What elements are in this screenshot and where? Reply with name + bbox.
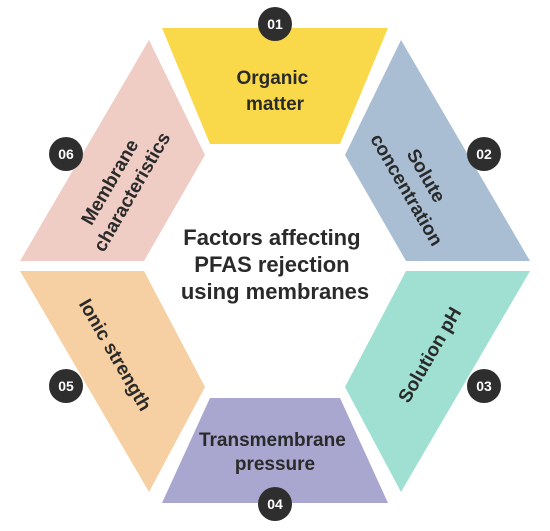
badge-01: 01 xyxy=(258,7,292,41)
segment-solution-ph xyxy=(345,271,530,492)
svg-text:01: 01 xyxy=(267,16,283,32)
svg-text:04: 04 xyxy=(267,496,283,512)
segment-solute-concentration xyxy=(345,40,530,261)
badge-02: 02 xyxy=(467,137,501,171)
badge-04: 04 xyxy=(258,487,292,521)
segment-organic-matter xyxy=(162,28,388,144)
center-title: Factors affecting PFAS rejection using m… xyxy=(181,225,369,304)
segment-ionic-strength xyxy=(20,271,205,492)
svg-text:03: 03 xyxy=(476,378,492,394)
segment-transmembrane-pressure xyxy=(162,398,388,503)
svg-text:06: 06 xyxy=(58,146,74,162)
svg-text:02: 02 xyxy=(476,146,492,162)
segment-membrane-characteristics xyxy=(20,40,205,261)
svg-text:05: 05 xyxy=(58,378,74,394)
label-organic-matter: Organic matter xyxy=(236,68,313,115)
badge-05: 05 xyxy=(49,369,83,403)
badge-06: 06 xyxy=(49,137,83,171)
label-transmembrane-pressure: Transmembrane pressure xyxy=(199,430,351,475)
badge-03: 03 xyxy=(467,369,501,403)
